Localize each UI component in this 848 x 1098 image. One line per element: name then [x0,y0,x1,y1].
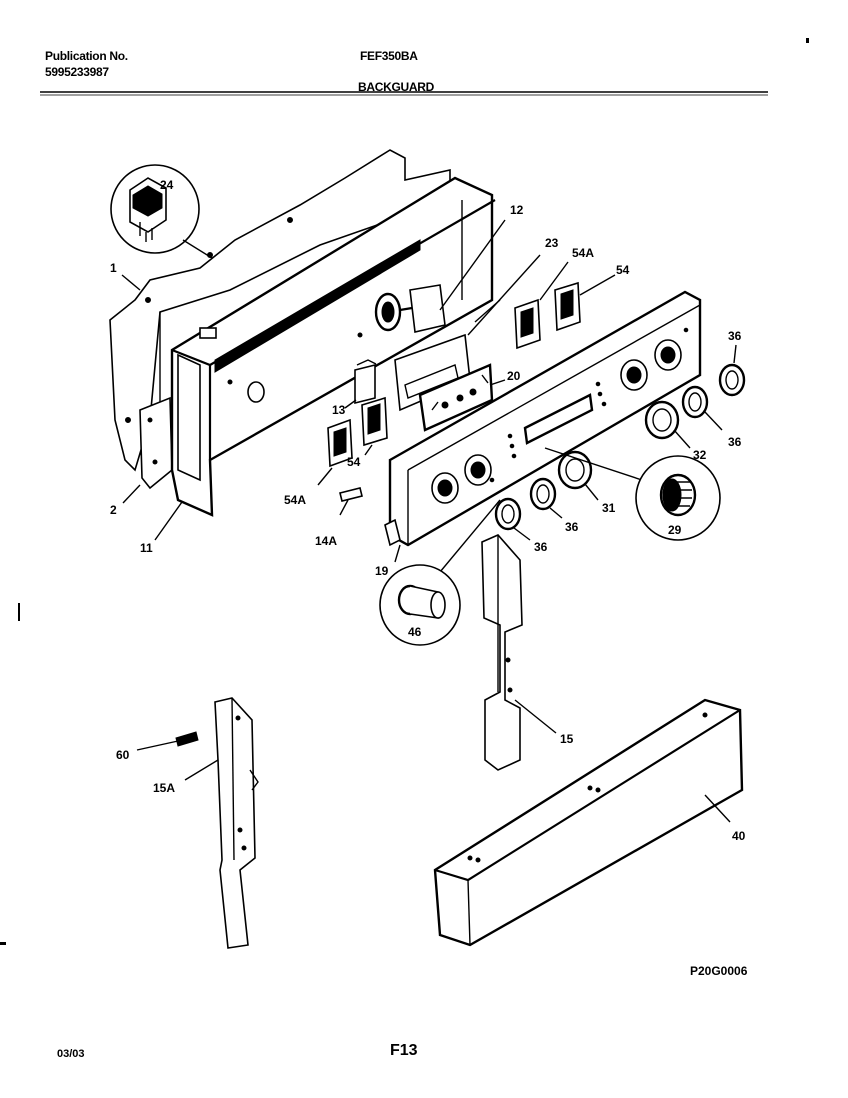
model-number: FEF350BA [360,49,418,63]
part-13-switch [344,359,377,409]
callout-32: 32 [693,448,707,462]
callout-60: 60 [116,748,130,762]
part-54A-left-switch [317,418,353,486]
callout-54-top: 54 [616,263,630,277]
section-title: BACKGUARD [358,80,434,94]
callout-20: 20 [507,369,521,383]
callout-12: 12 [510,203,524,217]
part-11-housing [170,176,496,517]
part-36-knob-a [718,344,746,397]
part-19-control-panel [384,290,702,563]
callout-46: 46 [408,625,422,639]
part-54-left-switch [361,396,388,456]
callout-54A-top: 54A [572,246,594,260]
publication-number: 5995233987 [45,65,109,79]
callout-36-c: 36 [565,520,579,534]
footer-date: 03/03 [57,1048,85,1060]
callout-11: 11 [140,541,153,555]
part-40-trim [433,698,744,947]
part-14A-clip [339,487,363,516]
callout-15A: 15A [153,781,175,795]
corner-mark [806,38,809,43]
part-12-control [374,219,506,333]
callout-31: 31 [602,501,616,515]
callout-54-left: 54 [347,455,361,469]
callout-14A: 14A [315,534,337,548]
part-54A-top-switch [514,261,569,350]
callout-19: 19 [375,564,389,578]
part-36-knob-c [529,477,563,519]
callout-29: 29 [668,523,682,537]
callout-15: 15 [560,732,574,746]
callout-1: 1 [110,261,117,275]
part-2-bracket [139,396,173,490]
page-number: F13 [390,1042,418,1059]
callout-2: 2 [110,503,117,517]
callout-24: 24 [160,178,174,192]
publication-label: Publication No. [45,49,128,63]
part-20-timer [394,333,506,432]
callout-36-a: 36 [728,329,742,343]
callout-36-d: 36 [534,540,548,554]
margin-mark [18,603,20,621]
part-32-knob [644,400,691,449]
part-24-switch-detail [110,164,213,259]
margin-mark-2 [0,942,6,945]
part-36-knob-d [494,497,531,541]
part-15A-bracket [184,697,259,949]
callout-13: 13 [332,403,346,417]
callout-54A-left: 54A [284,493,306,507]
part-36-knob-b [681,385,723,431]
part-54-top-switch [554,274,616,332]
diagram-code: P20G0006 [690,964,748,978]
part-60-screw [136,731,199,751]
part-15-bracket [481,534,557,771]
part-29-knob-detail [544,447,721,541]
callout-36-b: 36 [728,435,742,449]
callout-23: 23 [545,236,559,250]
callout-40: 40 [732,829,746,843]
part-46-knob-detail [379,499,501,646]
part-23-bracket [467,254,541,336]
